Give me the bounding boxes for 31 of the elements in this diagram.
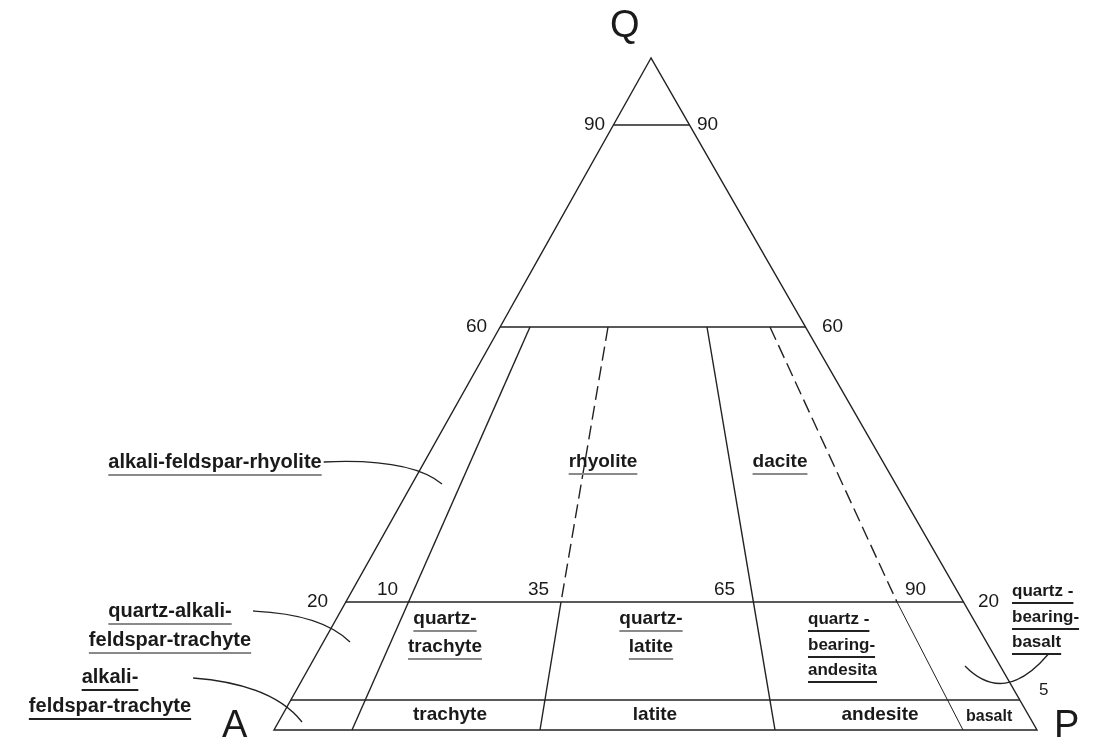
field-name: rhyolite <box>568 450 638 473</box>
leader-line <box>192 677 303 723</box>
percent-value: 20 <box>307 590 329 613</box>
leader-line <box>323 460 443 485</box>
percent-value: 90 <box>697 113 719 136</box>
field-name: andesite <box>841 703 919 726</box>
field-name: quartz- trachyte <box>408 606 482 658</box>
corner-label: A <box>222 702 248 745</box>
percent-value: 65 <box>714 578 736 601</box>
percent-value: 60 <box>822 315 844 338</box>
field-name: dacite <box>752 450 808 473</box>
field-name: latite <box>632 703 678 726</box>
percent-value: 60 <box>466 315 488 338</box>
field-name: quartz-alkali- feldspar-trachyte <box>88 596 252 654</box>
percent-value: 10 <box>377 578 399 601</box>
leader-line <box>252 610 351 643</box>
field-name: basalt <box>966 706 1013 726</box>
field-name: alkali-feldspar-rhyolite <box>108 448 322 474</box>
field-name: quartz - bearing- andesita <box>808 608 877 681</box>
leader-line <box>964 653 1049 685</box>
percent-value: 20 <box>978 590 1000 613</box>
percent-value: 5 <box>1039 680 1049 701</box>
field-name: quartz - bearing- basalt <box>1012 578 1080 655</box>
field-name: quartz- latite <box>619 606 683 658</box>
percent-value: 90 <box>584 113 606 136</box>
corner-label: Q <box>610 2 640 47</box>
field-name: alkali- feldspar-trachyte <box>28 662 192 720</box>
percent-value: 90 <box>905 578 927 601</box>
corner-label: P <box>1054 702 1080 745</box>
percent-value: 35 <box>528 578 550 601</box>
field-name: trachyte <box>413 703 487 726</box>
